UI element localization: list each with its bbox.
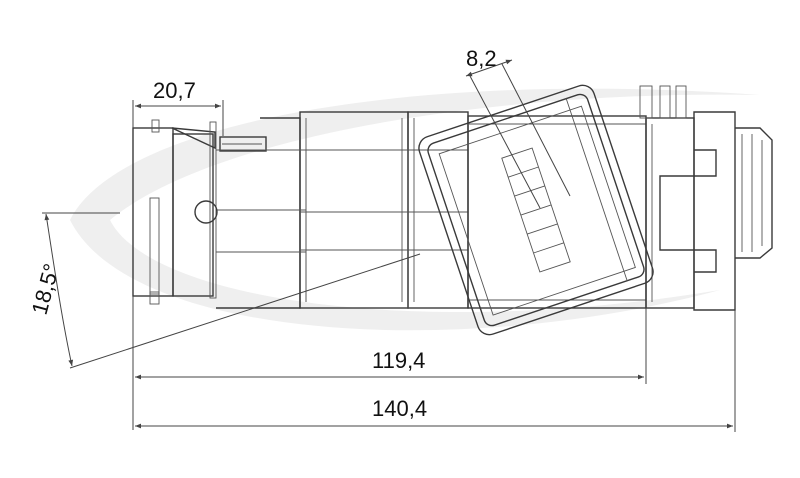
watermark-swoosh [70, 88, 760, 331]
dimension-label-inner-length: 119,4 [372, 348, 425, 373]
hinged-cover [418, 84, 654, 336]
dimension-label-top-left: 20,7 [153, 78, 196, 103]
dimension-label-top-right: 8,2 [466, 46, 497, 71]
connector-body [132, 85, 773, 311]
dimension-label-angle: 18,5° [27, 261, 65, 317]
dimension-lines [42, 59, 736, 432]
dimension-label-total-length: 140,4 [372, 396, 427, 421]
